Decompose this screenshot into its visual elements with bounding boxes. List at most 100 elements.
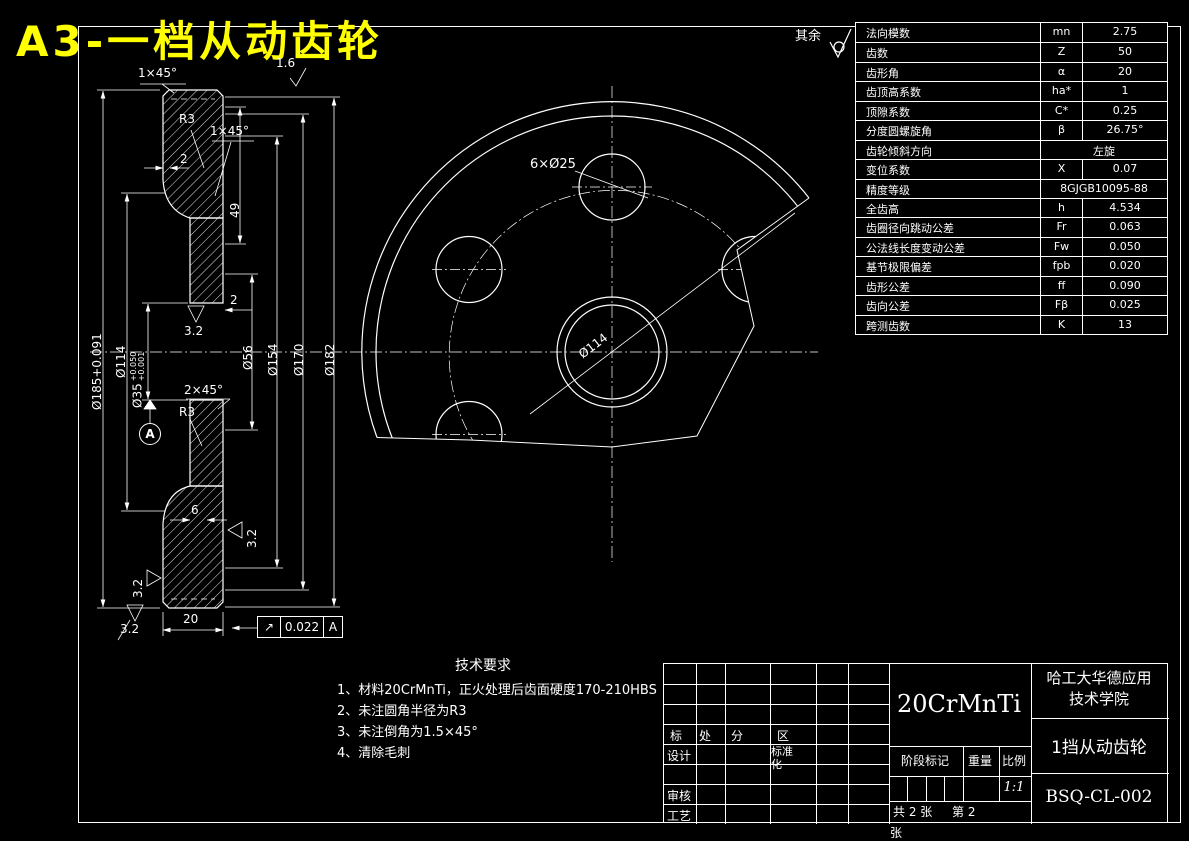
param-symbol: Fr — [1041, 218, 1083, 237]
roughness-value-left: 3.2 — [131, 578, 145, 598]
tb-sheet-overflow: 张 — [890, 826, 903, 840]
param-name: 齿圈径向跳动公差 — [856, 218, 1041, 237]
param-name: 齿顶高系数 — [856, 82, 1041, 101]
tb-sheet-current: 第 2 — [952, 805, 976, 819]
param-name: 顶隙系数 — [856, 101, 1041, 121]
param-value: 0.063 — [1109, 220, 1141, 234]
dim-49: 49 — [228, 202, 242, 218]
tech-req-item: 3、未注倒角为1.5×45° — [337, 725, 478, 740]
tb-sheets-total: 共 2 张 — [893, 805, 933, 819]
tb-scale-value: 1:1 — [1003, 780, 1025, 795]
holes-callout: 6×Ø25 — [530, 157, 576, 172]
dia-182-label: Ø182 — [323, 343, 337, 376]
param-value: 0.07 — [1112, 162, 1138, 176]
param-name: 全齿高 — [856, 198, 1041, 218]
param-name: 跨测齿数 — [856, 315, 1041, 334]
gdt-tolerance: 0.022 — [281, 617, 324, 637]
dia-114-label: Ø114 — [114, 345, 128, 378]
tb-audit-label: 审核 — [667, 789, 692, 803]
param-value: 1 — [1121, 84, 1129, 98]
param-symbol: α — [1041, 62, 1083, 82]
chamfer-dim-inner: 1×45° — [210, 124, 249, 138]
tb-org-line1: 哈工大华德应用 — [1046, 669, 1152, 687]
title-block — [663, 663, 1169, 824]
dia-154-label: Ø154 — [266, 343, 280, 376]
tb-scale-label: 比例 — [1001, 754, 1026, 768]
fillet-radius-bottom: R3 — [179, 405, 195, 419]
param-name: 齿数 — [856, 43, 1041, 62]
param-value: 50 — [1118, 45, 1132, 59]
param-value: 13 — [1118, 317, 1132, 331]
tb-area-label: 区 — [777, 729, 790, 743]
param-symbol: C* — [1041, 101, 1083, 121]
tech-req-item: 4、清除毛刺 — [337, 746, 411, 761]
param-symbol: β — [1041, 121, 1083, 140]
param-value: 0.090 — [1109, 278, 1141, 292]
roughness-value-bottom: 3.2 — [120, 622, 140, 636]
surface-note-label: 其余 — [795, 29, 822, 44]
param-name: 精度等级 — [856, 179, 1041, 198]
param-name: 齿形角 — [856, 62, 1041, 82]
param-symbol: Z — [1041, 43, 1083, 62]
dim-2-mid: 2 — [230, 293, 238, 307]
tech-req-item: 2、未注圆角半径为R3 — [337, 704, 467, 719]
chamfer-dim-top: 1×45° — [138, 66, 177, 80]
tb-zone-label: 分 — [731, 729, 744, 743]
param-symbol: K — [1041, 315, 1083, 334]
gdt-frame: ↗ 0.022 A — [257, 616, 343, 638]
gdt-datum-ref: A — [328, 620, 338, 634]
param-symbol: h — [1041, 198, 1083, 218]
dia-od-label: Ø185+0.091 — [90, 333, 104, 410]
bore-dia-label: Ø35+0.050+0.001 — [129, 351, 146, 408]
param-value: 0.025 — [1109, 298, 1141, 312]
param-table-row: 齿轮倾斜方向左旋 — [856, 139, 1167, 160]
tech-req-title: 技术要求 — [455, 658, 511, 674]
bore-tol-lower: +0.001 — [137, 351, 146, 382]
param-symbol: X — [1041, 160, 1083, 179]
param-value: 0.020 — [1109, 259, 1141, 273]
roughness-value-right: 3.2 — [245, 528, 259, 548]
fillet-radius-top: R3 — [179, 112, 195, 126]
tb-org-line2: 技术学院 — [1068, 690, 1129, 708]
tb-count-label: 处 — [699, 729, 712, 743]
param-symbol: mn — [1041, 23, 1083, 43]
param-name: 齿向公差 — [856, 296, 1041, 315]
param-name: 变位系数 — [856, 160, 1041, 179]
runout-icon: ↗ — [258, 617, 281, 637]
tb-drawing-no: BSQ-CL-002 — [1045, 787, 1153, 807]
tb-process-label: 工艺 — [667, 809, 692, 823]
roughness-value-top: 1.6 — [276, 56, 296, 70]
param-symbol: ha* — [1041, 82, 1083, 101]
bore-dia-value: Ø35 — [130, 383, 145, 408]
dia-56-label: Ø56 — [241, 345, 255, 370]
param-name: 分度圆螺旋角 — [856, 121, 1041, 140]
param-name: 齿轮倾斜方向 — [856, 140, 1041, 160]
param-name: 法向模数 — [856, 23, 1041, 43]
param-value: 26.75° — [1106, 123, 1144, 137]
param-name: 公法线长度变动公差 — [856, 237, 1041, 257]
datum-feature-symbol: A — [139, 423, 161, 445]
param-symbol: Fw — [1041, 237, 1083, 257]
dim-6: 6 — [191, 503, 199, 517]
tb-stage-label: 阶段标记 — [900, 754, 949, 768]
sheet-border — [78, 26, 1181, 823]
tb-standardization-label: 标准化 — [771, 745, 793, 771]
tb-part-name: 1挡从动齿轮 — [1051, 738, 1147, 758]
param-symbol: Fβ — [1041, 296, 1083, 315]
param-value: 0.25 — [1112, 103, 1138, 117]
param-value: 20 — [1118, 64, 1132, 78]
